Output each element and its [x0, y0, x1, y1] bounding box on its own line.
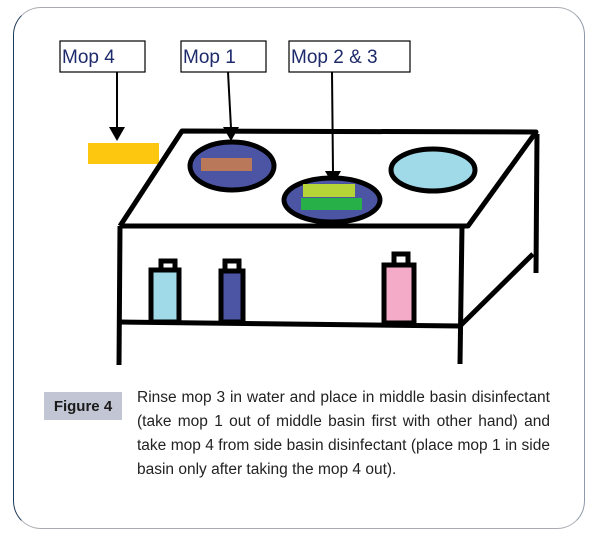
leg-front-left: [116, 225, 123, 366]
label-mop-4-text: Mop 4: [62, 47, 115, 68]
bottles: [148, 251, 417, 326]
arrowhead-mop-4: [109, 127, 125, 141]
label-mop-1: Mop 1: [180, 40, 267, 73]
basin-right: [388, 146, 478, 194]
label-mop-2-3: Mop 2 & 3: [288, 40, 411, 73]
mop-4: [88, 143, 159, 164]
arrows: [116, 71, 334, 173]
mop-2: [303, 184, 355, 197]
bottle-dark-blue: [218, 258, 246, 325]
label-mop-4: Mop 4: [59, 40, 146, 73]
arrow-mop-2-3: [331, 71, 334, 173]
figure-label: Figure 4: [44, 392, 122, 420]
arrow-mop-1: [227, 71, 232, 129]
mop-3: [301, 198, 362, 210]
bottle-light-blue: [148, 258, 182, 325]
bottle-pink: [381, 251, 417, 326]
shelf-side: [458, 252, 535, 328]
label-mop-1-text: Mop 1: [183, 47, 236, 68]
figure-card: [13, 7, 585, 529]
leg-back-right: [533, 133, 540, 274]
label-mop-2-3-text: Mop 2 & 3: [291, 47, 378, 68]
leg-front-right: [457, 225, 465, 365]
table-top: [117, 128, 539, 229]
mop-1: [201, 158, 252, 171]
figure-caption: Rinse mop 3 in water and place in middle…: [137, 389, 550, 478]
